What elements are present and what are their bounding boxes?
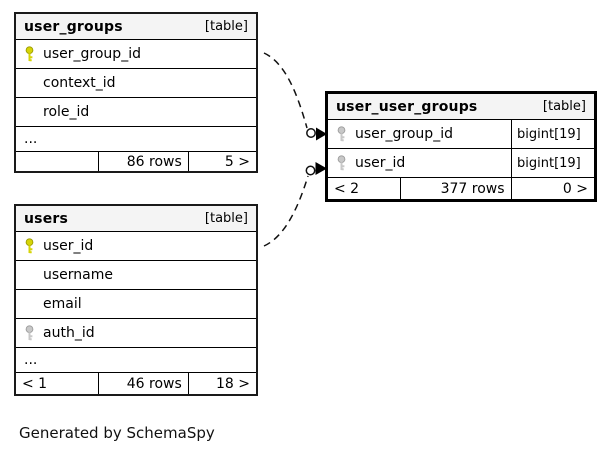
zero-or-many-circle-icon <box>305 165 316 176</box>
table-name: users <box>24 210 69 227</box>
primary-key-icon <box>24 238 35 254</box>
table-footer: < 2 377 rows 0 > <box>328 178 594 199</box>
hidden-columns-row: ... <box>16 348 256 373</box>
column-row-user_id[interactable]: user_id <box>16 232 256 261</box>
parent-count <box>16 152 98 171</box>
zero-or-many-circle-icon <box>306 128 316 138</box>
relationship-dashed-line <box>263 175 309 247</box>
child-count: 18 > <box>215 375 250 392</box>
foreign-key-icon <box>336 126 347 142</box>
child-count: 0 > <box>562 180 588 197</box>
column-row-email[interactable]: email <box>16 290 256 319</box>
relationship-users-to-user_user_groups <box>263 162 327 247</box>
row-count: 46 rows <box>97 373 189 394</box>
column-row-user_group_id[interactable]: user_group_id bigint[19] <box>328 120 594 149</box>
column-name: username <box>43 267 113 283</box>
foreign-key-icon <box>24 325 35 341</box>
child-count: 5 > <box>224 153 250 170</box>
table-header-users[interactable]: users [table] <box>16 206 256 232</box>
key-icon-spacer <box>24 75 35 91</box>
table-name: user_groups <box>24 18 123 35</box>
column-name: user_id <box>43 238 94 254</box>
column-row-username[interactable]: username <box>16 261 256 290</box>
column-list: user_id username email auth_id... <box>16 232 256 373</box>
parent-count: < 1 <box>22 375 48 392</box>
column-type: bigint[19] <box>511 120 594 148</box>
row-count: 377 rows <box>399 178 512 199</box>
table-header-user_groups[interactable]: user_groups [table] <box>16 14 256 40</box>
column-name: user_group_id <box>43 46 141 62</box>
column-type: bigint[19] <box>511 149 594 177</box>
column-list: user_group_id bigint[19] user_id bigint[19] <box>328 120 594 178</box>
table-footer: < 1 46 rows 18 > <box>16 373 256 394</box>
column-row-user_group_id[interactable]: user_group_id <box>16 40 256 69</box>
table-type-badge: [table] <box>204 211 248 226</box>
parent-count: < 2 <box>334 180 360 197</box>
relationship-dashed-line <box>263 52 308 129</box>
column-row-auth_id[interactable]: auth_id <box>16 319 256 348</box>
column-list: user_group_id context_id role_id... <box>16 40 256 152</box>
table-type-badge: [table] <box>204 19 248 34</box>
foreign-key-icon <box>336 155 347 171</box>
column-name: auth_id <box>43 325 95 341</box>
column-row-user_id[interactable]: user_id bigint[19] <box>328 149 594 178</box>
ellipsis-label: ... <box>24 352 38 368</box>
table-footer: 86 rows 5 > <box>16 152 256 171</box>
column-name: user_group_id <box>355 126 453 142</box>
row-count: 86 rows <box>97 152 189 171</box>
column-row-context_id[interactable]: context_id <box>16 69 256 98</box>
table-name: user_user_groups <box>336 98 478 115</box>
column-name: role_id <box>43 104 90 120</box>
ellipsis-label: ... <box>24 131 38 147</box>
key-icon-spacer <box>24 267 35 283</box>
column-name: email <box>43 296 82 312</box>
table-type-badge: [table] <box>542 99 586 114</box>
hidden-columns-row: ... <box>16 127 256 152</box>
column-name: context_id <box>43 75 116 91</box>
table-users: users [table] user_id username email auth_i… <box>14 204 258 396</box>
column-name: user_id <box>355 155 406 171</box>
table-header-user_user_groups[interactable]: user_user_groups [table] <box>328 94 594 120</box>
key-icon-spacer <box>24 296 35 312</box>
primary-key-icon <box>24 46 35 62</box>
generator-note: Generated by SchemaSpy <box>19 424 215 442</box>
key-icon-spacer <box>24 104 35 120</box>
column-row-role_id[interactable]: role_id <box>16 98 256 127</box>
relationship-user_groups-to-user_user_groups <box>263 52 327 141</box>
